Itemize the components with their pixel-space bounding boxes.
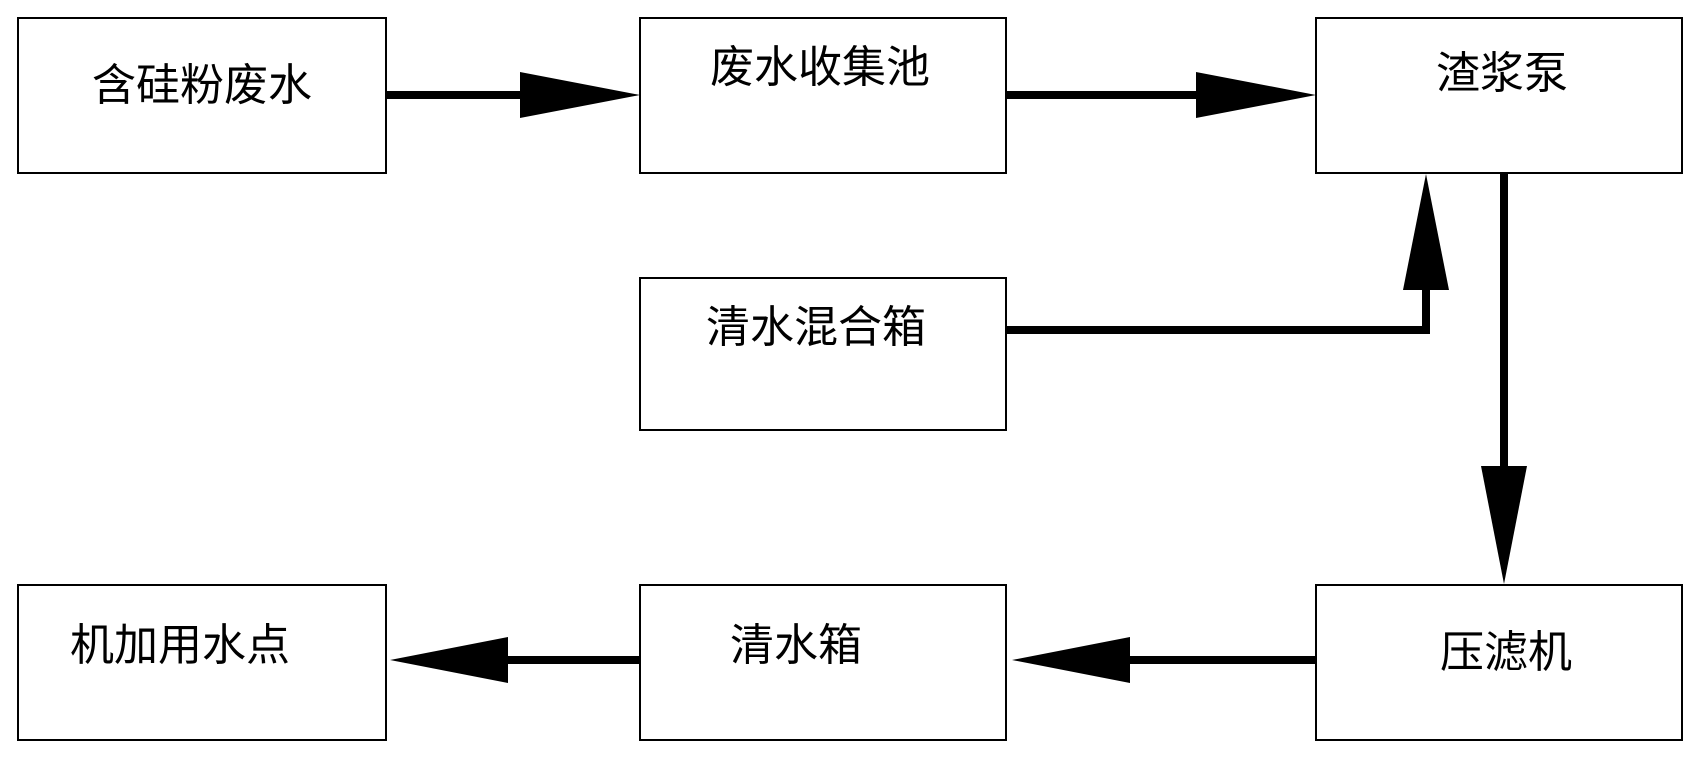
node-machining-point-label: 机加用水点 — [70, 620, 290, 671]
edge-wastewater-to-collection-tank — [386, 72, 640, 118]
node-slurry-pump: 渣浆泵 — [1315, 17, 1683, 174]
node-collection-tank-label: 废水收集池 — [710, 42, 930, 93]
edge-collection-tank-to-slurry-pump — [1006, 72, 1316, 118]
node-machining-point: 机加用水点 — [17, 584, 387, 741]
node-wastewater: 含硅粉废水 — [17, 17, 387, 174]
node-clean-water-tank: 清水箱 — [639, 584, 1007, 741]
edge-clean-water-tank-to-machining-point — [390, 637, 640, 683]
node-collection-tank: 废水收集池 — [639, 17, 1007, 174]
edge-mixing-tank-to-slurry-pump — [1006, 174, 1449, 334]
node-wastewater-label: 含硅粉废水 — [92, 60, 312, 111]
node-filter-press: 压滤机 — [1315, 584, 1683, 741]
node-mixing-tank: 清水混合箱 — [639, 277, 1007, 431]
edge-slurry-pump-to-filter-press — [1481, 174, 1527, 584]
node-slurry-pump-label: 渣浆泵 — [1436, 48, 1568, 99]
node-mixing-tank-label: 清水混合箱 — [706, 302, 926, 353]
node-filter-press-label: 压滤机 — [1440, 627, 1572, 678]
edge-filter-press-to-clean-water-tank — [1012, 637, 1316, 683]
node-clean-water-tank-label: 清水箱 — [730, 620, 862, 671]
